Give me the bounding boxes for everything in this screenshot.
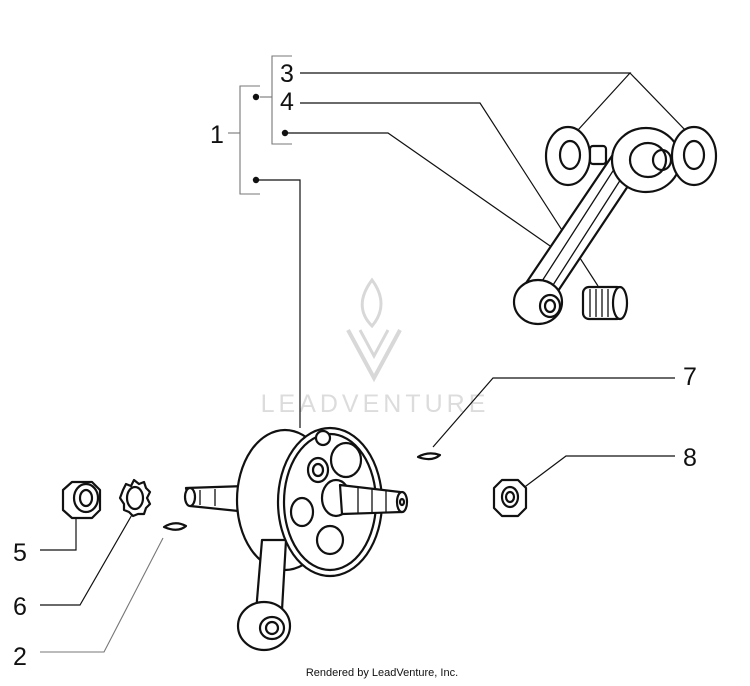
woodruff-key-upper <box>416 452 442 461</box>
assembly-bracket <box>228 55 292 195</box>
crankshaft-assembly <box>183 426 409 652</box>
nut-5 <box>61 480 102 520</box>
callout-3: 3 <box>280 60 294 88</box>
connecting-rod-assembly <box>512 125 718 326</box>
leader-dot <box>252 93 260 101</box>
watermark-logo-icon <box>346 277 402 383</box>
lock-washer-6 <box>118 478 152 518</box>
thrust-ring-left <box>544 125 592 187</box>
callout-4: 4 <box>280 88 294 116</box>
footer-credit: Rendered by LeadVenture, Inc. <box>306 667 458 679</box>
callout-8: 8 <box>683 444 697 472</box>
needle-bearing <box>581 285 629 321</box>
woodruff-key-lower <box>162 522 188 531</box>
leader-dot <box>281 129 289 137</box>
leader-lines <box>40 72 689 653</box>
watermark-text: LEADVENTURE <box>261 390 490 418</box>
thrust-ring-right <box>670 125 718 187</box>
callout-7: 7 <box>683 363 697 391</box>
small-end <box>512 278 564 326</box>
callout-6: 6 <box>13 593 27 621</box>
callout-1: 1 <box>210 121 224 149</box>
big-end-bearing <box>588 126 682 194</box>
flange-nut-8 <box>492 478 528 518</box>
callout-2: 2 <box>13 643 27 671</box>
callout-5: 5 <box>13 539 27 567</box>
